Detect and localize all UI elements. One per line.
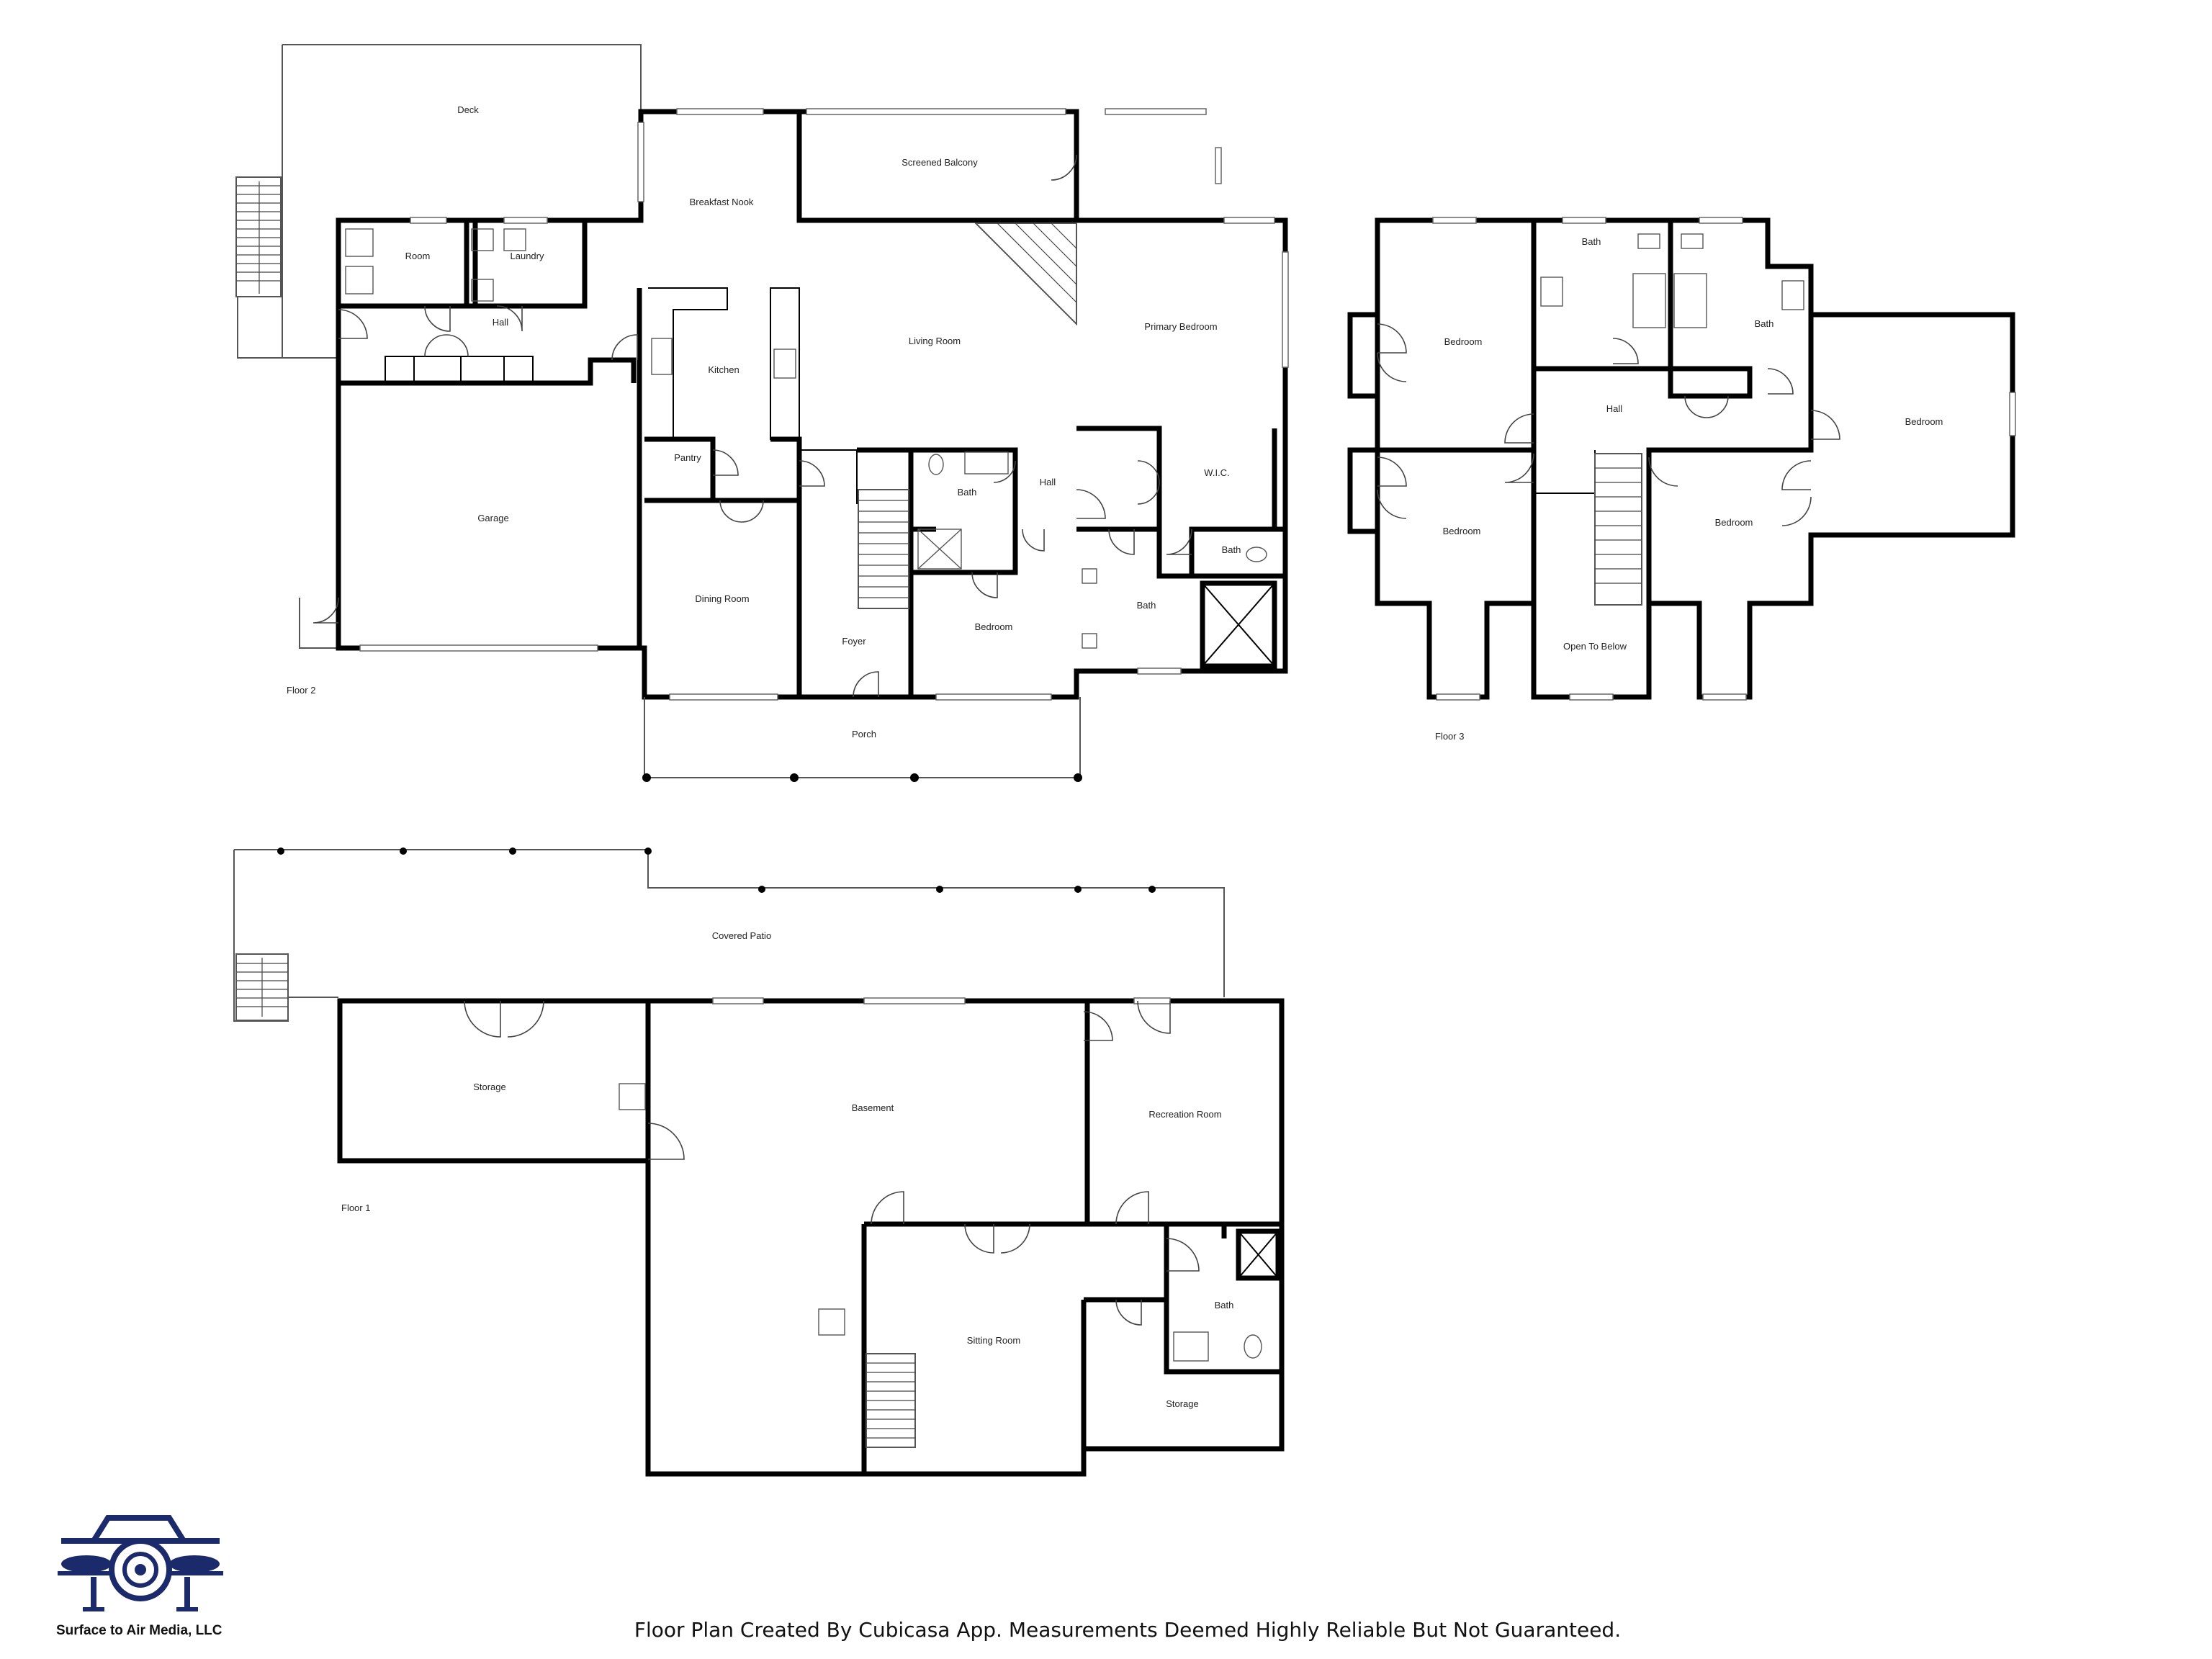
room-label-recreation-room: Recreation Room xyxy=(1148,1109,1221,1120)
floor-2-label: Floor 2 xyxy=(287,685,315,696)
room-label-bath-right: Bath xyxy=(1755,318,1774,329)
floor-1-stairs xyxy=(866,1353,916,1448)
room-label-foyer: Foyer xyxy=(842,636,866,647)
floor-1-label: Floor 1 xyxy=(341,1202,370,1213)
room-label-living-room: Living Room xyxy=(909,336,961,346)
garage-side-outline xyxy=(299,598,338,649)
room-label-covered-patio: Covered Patio xyxy=(712,930,771,941)
floor-1-exterior-walls xyxy=(337,998,1285,1477)
primary-bath-walls xyxy=(1076,526,1285,579)
hall-walls xyxy=(338,357,637,386)
balcony-walls xyxy=(796,112,1076,223)
patio-stairs xyxy=(235,953,289,1021)
room-label-deck: Deck xyxy=(457,104,479,115)
room-label-screened-balcony: Screened Balcony xyxy=(902,157,978,168)
room-label-breakfast-nook: Breakfast Nook xyxy=(690,197,754,207)
brand-name: Surface to Air Media, LLC xyxy=(56,1623,222,1638)
room-label-porch: Porch xyxy=(852,729,876,739)
deck-stairs xyxy=(235,176,282,297)
room-label-hall-left: Hall xyxy=(493,317,509,328)
drone-camera-logo xyxy=(58,1515,223,1611)
room-label-primary-bedroom: Primary Bedroom xyxy=(1144,321,1217,332)
wic-walls xyxy=(1076,426,1277,529)
room-label-basement: Basement xyxy=(852,1102,894,1113)
center-walls xyxy=(857,447,1018,641)
floor-3-label: Floor 3 xyxy=(1435,731,1464,742)
room-laundry-walls xyxy=(338,220,588,309)
room-label-bedroom: Bedroom xyxy=(975,621,1013,632)
floor-3-exterior-walls xyxy=(1375,217,2015,700)
floor-1-interior-walls xyxy=(645,1001,1282,1474)
pantry-dining-walls xyxy=(644,436,802,697)
room-label-storage-left: Storage xyxy=(473,1082,506,1092)
room-label-bath-center: Bath xyxy=(958,487,977,498)
room-label-storage-right: Storage xyxy=(1166,1398,1199,1409)
floor-3-stairs xyxy=(1594,453,1642,606)
footer-disclaimer: Floor Plan Created By Cubicasa App. Meas… xyxy=(634,1618,1621,1642)
room-label-dining-room: Dining Room xyxy=(695,593,749,604)
room-label-bath-1: Bath xyxy=(1215,1300,1234,1310)
room-label-wic: W.I.C. xyxy=(1204,467,1229,478)
garage-walls xyxy=(336,288,642,648)
kitchen-counter xyxy=(648,287,728,440)
room-label-bath-primary: Bath xyxy=(1137,600,1156,611)
deck-outline xyxy=(237,44,642,359)
floor-1-windows xyxy=(712,997,1171,1004)
room-label-bedroom-nw: Bedroom xyxy=(1444,336,1483,347)
floor-3-plan: Bath Bath Bedroom Hall Bedroom Bedroom B… xyxy=(1347,217,2016,742)
room-label-hall-3: Hall xyxy=(1606,403,1623,414)
room-label-open-to-below: Open To Below xyxy=(1563,641,1627,652)
porch-outline xyxy=(644,697,1081,778)
shower-wall xyxy=(1192,573,1285,669)
room-label-laundry: Laundry xyxy=(511,251,544,261)
room-label-kitchen: Kitchen xyxy=(708,364,739,375)
room-label-bath-top: Bath xyxy=(1582,236,1601,247)
floor-3-doors xyxy=(1377,323,1840,526)
room-label-bedroom-east: Bedroom xyxy=(1905,416,1943,427)
floor-2-windows xyxy=(359,108,1289,701)
floor-2-exterior-walls xyxy=(336,109,1288,700)
floor-3-fixtures xyxy=(1540,233,1804,328)
floor-3-windows xyxy=(1432,217,2016,701)
floor-1-fixtures xyxy=(619,1083,1262,1362)
floor-2-plan: Deck Breakfast Nook Screened Balcony Roo… xyxy=(235,44,1289,782)
room-label-bedroom-sw: Bedroom xyxy=(1443,526,1481,536)
room-label-hall-center: Hall xyxy=(1040,477,1056,487)
room-label-room: Room xyxy=(405,251,431,261)
basement-column xyxy=(818,1308,845,1336)
room-label-garage: Garage xyxy=(477,513,508,523)
room-label-sitting-room: Sitting Room xyxy=(967,1335,1020,1346)
floor-2-doors xyxy=(313,154,1192,698)
room-label-pantry: Pantry xyxy=(674,452,701,463)
floor-1-plan: Covered Patio Storage Basement Recreatio… xyxy=(233,848,1285,1477)
floor-2-fixtures xyxy=(345,228,1267,649)
main-stairs xyxy=(974,222,1077,326)
center-stairs xyxy=(858,489,909,609)
floor-1-doors xyxy=(464,1000,1200,1326)
room-label-bedroom-center: Bedroom xyxy=(1715,517,1753,528)
room-label-bath-small: Bath xyxy=(1222,544,1241,555)
